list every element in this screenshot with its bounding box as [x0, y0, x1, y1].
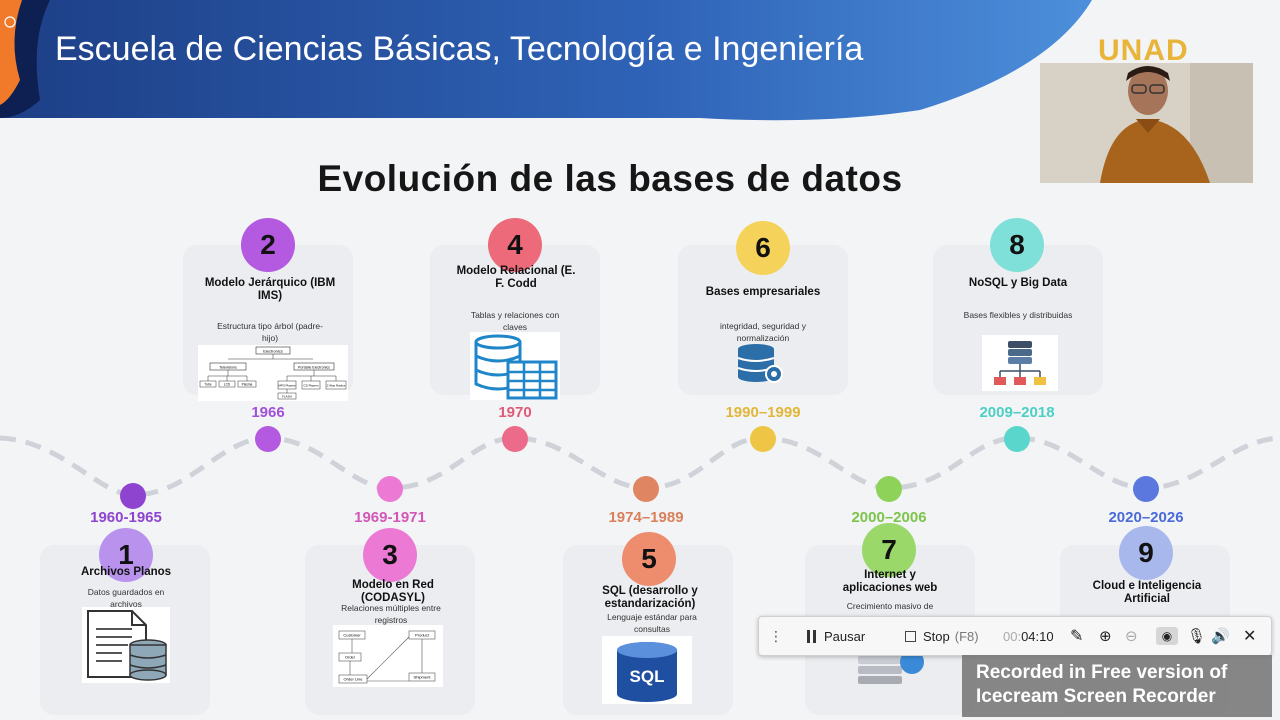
milestone-4-year: 1970 — [498, 404, 532, 421]
milestone-5-title: SQL (desarrollo y estandarización) — [602, 585, 698, 610]
hier-l2-4: CD Players — [303, 384, 319, 388]
nosql-database-icon — [982, 335, 1058, 391]
milestone-4-desc: Tablas y relaciones con claves — [470, 310, 560, 332]
milestone-9-dot — [1133, 476, 1159, 502]
milestone-6-dot — [750, 426, 776, 452]
milestone-8-number: 8 — [990, 218, 1044, 272]
unad-logo: UNAD — [1098, 34, 1189, 67]
milestone-2-desc: Estructura tipo árbol (padre-hijo) — [217, 321, 323, 343]
milestone-2-title: Modelo Jerárquico (IBM IMS) — [204, 277, 336, 302]
net-node-2: Order Line — [344, 677, 364, 682]
stop-shortcut: (F8) — [954, 628, 979, 644]
milestone-7-number: 7 — [862, 523, 916, 577]
hier-l1-a: Televisions — [219, 366, 237, 370]
milestone-2-number: 2 — [241, 218, 295, 272]
recording-timer: 00: 04:10 — [1003, 617, 1063, 655]
sql-database-icon: SQL — [617, 642, 677, 702]
milestone-3-desc: Relaciones múltiples entre registros — [341, 603, 441, 625]
milestone-3-year: 1969-1971 — [354, 509, 426, 526]
milestone-4-number: 4 — [488, 218, 542, 272]
sql-label: SQL — [630, 667, 665, 686]
milestone-7-title: Internet y aplicaciones web — [842, 569, 938, 594]
header-banner — [0, 0, 1092, 121]
milestone-3-number: 3 — [363, 528, 417, 582]
milestone-4-title: Modelo Relacional (E. F. Codd — [456, 265, 576, 290]
hier-l2-0: Tube — [204, 383, 211, 387]
database-gear-icon — [737, 344, 783, 383]
stop-button[interactable]: Stop (F8) — [905, 617, 1001, 655]
net-node-4: Shipment — [414, 675, 432, 680]
milestone-6-title: Bases empresariales — [705, 286, 821, 298]
timer-value: 04:10 — [1021, 628, 1054, 644]
milestone-1-dot — [120, 483, 146, 509]
milestone-5-year: 1974–1989 — [608, 509, 684, 526]
timer-prefix: 00: — [1003, 628, 1022, 644]
milestone-4-dot — [502, 426, 528, 452]
pencil-icon[interactable]: ✎ — [1070, 628, 1084, 645]
presenter-video — [1040, 63, 1253, 183]
network-model-diagram: Customer Order Order Line Product Shipme… — [333, 625, 443, 687]
milestone-3-title: Modelo en Red (CODASYL) — [352, 579, 434, 604]
milestone-2-year: 1966 — [251, 404, 285, 421]
milestone-7-desc: Crecimiento masivo de — [846, 601, 934, 611]
drag-handle-icon[interactable]: ⋮ — [769, 627, 783, 644]
milestone-1-year: 1960-1965 — [90, 509, 162, 526]
watermark-line-2: Icecream Screen Recorder — [976, 686, 1216, 707]
banner-title: Escuela de Ciencias Básicas, Tecnología … — [55, 30, 864, 68]
milestone-6-year: 1990–1999 — [725, 404, 801, 421]
milestone-8-dot — [1004, 426, 1030, 452]
milestone-5-number: 5 — [622, 532, 676, 586]
webcam-toggle-icon[interactable]: ◉ — [1155, 617, 1179, 655]
hier-l2-1: LCD — [224, 383, 231, 387]
recorder-toolbar: ⋮ Pausar Stop (F8) 00: 04:10 ✎ ⊕ ⊖ ◉ 🎙 🔊… — [758, 616, 1272, 656]
net-node-3: Product — [415, 633, 430, 638]
recorder-watermark: Recorded in Free version of Icecream Scr… — [962, 655, 1272, 717]
hier-l3: FLASH — [282, 395, 292, 399]
milestone-1-title: Archivos Planos — [80, 566, 172, 578]
milestone-5-desc: Lenguaje estándar para consultas — [607, 612, 697, 634]
zoom-in-icon[interactable]: ⊕ — [1099, 628, 1112, 645]
stop-label: Stop — [923, 628, 950, 644]
milestone-7-dot — [876, 476, 902, 502]
milestone-2-dot — [255, 426, 281, 452]
pause-label: Pausar — [824, 628, 866, 644]
milestone-3-dot — [377, 476, 403, 502]
webcam-overlay — [1040, 63, 1253, 183]
close-icon[interactable]: ✕ — [1243, 628, 1257, 645]
milestone-1-number: 1 — [99, 528, 153, 582]
milestone-5-dot — [633, 476, 659, 502]
stop-icon — [905, 630, 916, 642]
hier-l2-5: 2 Way Radios — [327, 384, 346, 388]
milestone-8-year: 2009–2018 — [979, 404, 1055, 421]
speaker-icon[interactable]: 🔊 — [1211, 628, 1230, 645]
slide-title: Evolución de las bases de datos — [317, 158, 903, 199]
milestone-9-title: Cloud e Inteligencia Artificial — [1092, 580, 1202, 605]
milestone-8-title: NoSQL y Big Data — [968, 277, 1068, 289]
milestone-6-number: 6 — [736, 221, 790, 275]
zoom-out-icon[interactable]: ⊖ — [1125, 628, 1138, 645]
microphone-icon[interactable]: 🎙 — [1187, 628, 1207, 645]
hier-l2-3: MP3 Players — [278, 384, 296, 388]
server-icon — [858, 652, 924, 684]
hier-l2-2: Plasma — [242, 383, 253, 387]
milestone-9-year: 2020–2026 — [1108, 509, 1184, 526]
net-node-0: Customer — [343, 633, 361, 638]
hier-root: Electronics — [263, 349, 283, 354]
pause-button[interactable]: Pausar — [807, 617, 887, 655]
flat-file-icon — [82, 607, 170, 683]
hier-l1-b: Portable Electronics — [298, 366, 330, 370]
milestone-9-number: 9 — [1119, 526, 1173, 580]
hierarchy-diagram: Electronics Televisions Portable Electro… — [198, 345, 348, 401]
milestone-1-desc: Datos guardados en archivos — [87, 587, 165, 609]
milestone-7-year: 2000–2006 — [851, 509, 927, 526]
milestone-8-desc: Bases flexibles y distribuidas — [963, 310, 1073, 320]
net-node-1: Order — [345, 655, 356, 660]
milestone-6-desc: integridad, seguridad y normalización — [719, 321, 806, 343]
relational-database-icon — [470, 332, 560, 400]
pause-icon-bar — [813, 629, 816, 643]
watermark-line-1: Recorded in Free version of — [976, 662, 1228, 683]
pause-icon — [807, 629, 810, 643]
